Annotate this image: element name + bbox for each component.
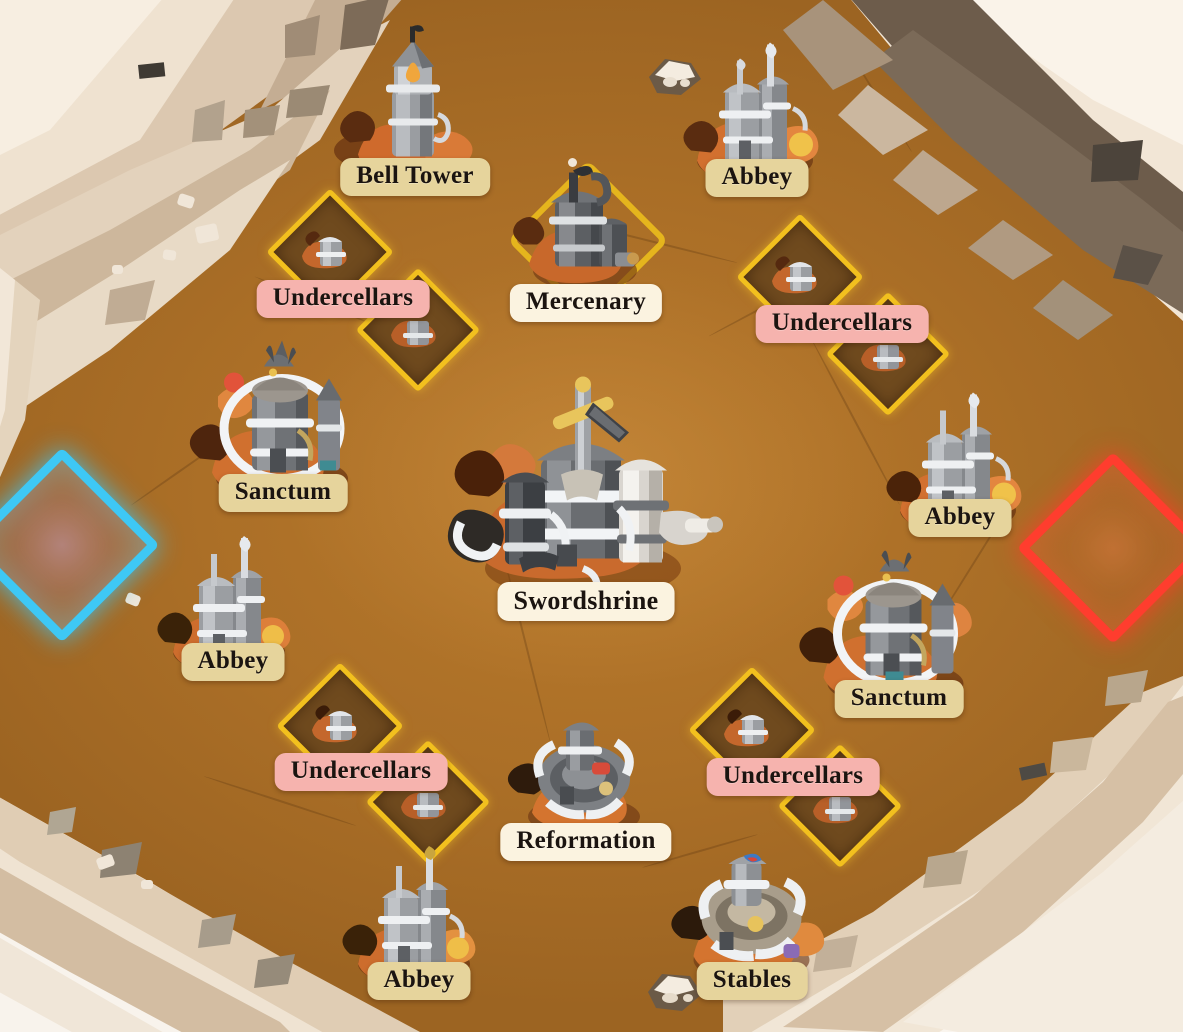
label-swordshrine[interactable]: Swordshrine <box>497 582 675 622</box>
label-mercenary[interactable]: Mercenary <box>509 284 663 323</box>
building-swordshrine[interactable] <box>433 363 733 618</box>
label-abbey-right[interactable]: Abbey <box>908 499 1012 538</box>
label-undercellars-nw[interactable]: Undercellars <box>256 280 430 319</box>
label-abbey-bottom[interactable]: Abbey <box>367 962 471 1001</box>
undercellars-pad-ne-lower[interactable] <box>825 291 951 417</box>
label-abbey-top-right[interactable]: Abbey <box>705 159 809 198</box>
undercellars-pad-se-lower[interactable] <box>777 743 903 869</box>
label-reformation[interactable]: Reformation <box>500 823 672 862</box>
label-sanctum-right[interactable]: Sanctum <box>834 680 964 719</box>
undercellars-pad-ne-upper[interactable] <box>736 213 864 341</box>
undercellars-pad-nw-upper[interactable] <box>266 188 394 316</box>
label-undercellars-ne[interactable]: Undercellars <box>755 305 929 344</box>
label-sanctum-left[interactable]: Sanctum <box>218 474 348 513</box>
label-bell-tower[interactable]: Bell Tower <box>340 158 490 197</box>
undercellars-pad-sw-lower[interactable] <box>365 739 491 865</box>
label-abbey-left[interactable]: Abbey <box>181 643 285 682</box>
label-undercellars-se[interactable]: Undercellars <box>706 758 880 797</box>
label-undercellars-sw[interactable]: Undercellars <box>274 753 448 792</box>
building-reformation[interactable] <box>488 705 678 860</box>
label-stables[interactable]: Stables <box>696 962 808 1001</box>
undercellars-pad-nw-lower[interactable] <box>355 267 481 393</box>
undercellars-pad-sw-upper[interactable] <box>276 662 404 790</box>
undercellars-pad-se-upper[interactable] <box>688 666 816 794</box>
building-mercenary[interactable] <box>493 153 683 318</box>
